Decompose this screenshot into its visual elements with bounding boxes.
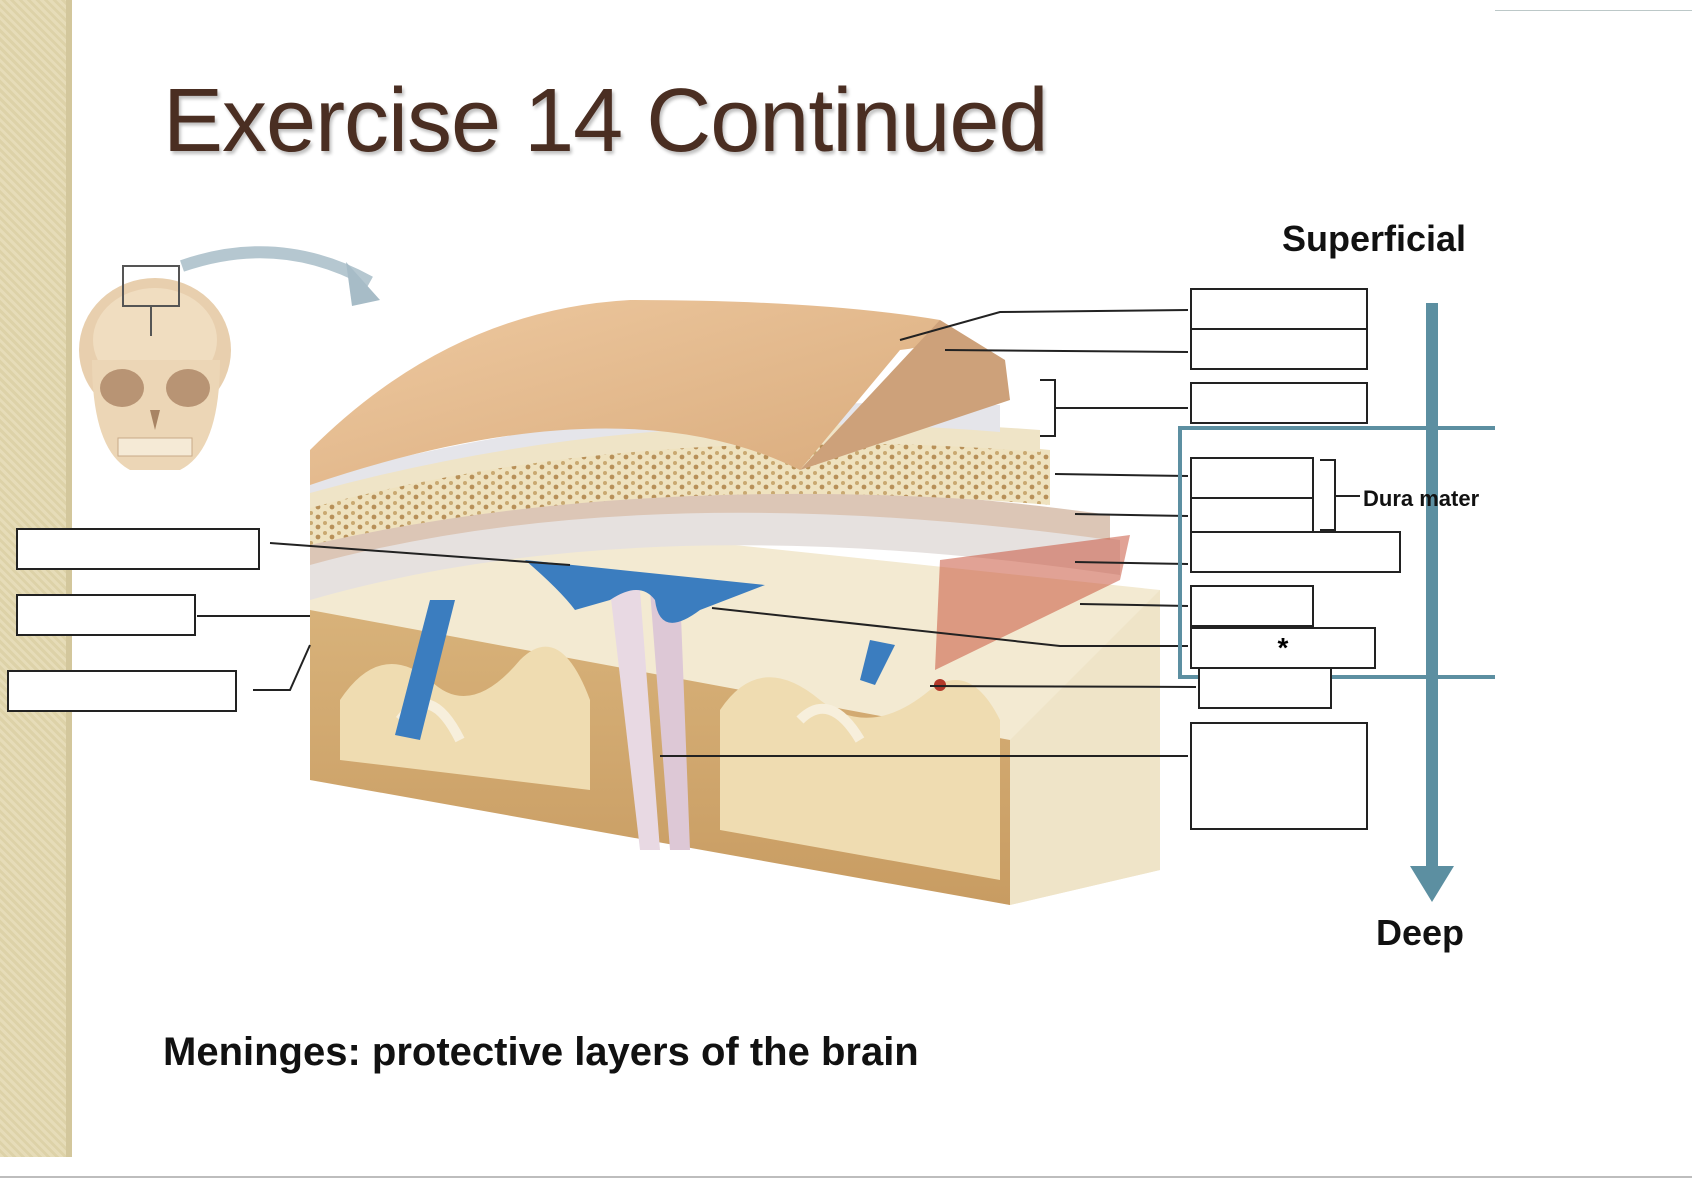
label-box-granulation[interactable]: [7, 670, 237, 712]
label-box-pia[interactable]: [1198, 667, 1332, 709]
label-box-cortex[interactable]: [1190, 722, 1368, 830]
deep-label: Deep: [1376, 912, 1465, 953]
label-box-sinus[interactable]: [16, 528, 260, 570]
label-box-bone[interactable]: [1190, 382, 1368, 424]
star-mark: *: [1277, 632, 1289, 663]
slide-left-decor: [0, 0, 72, 1157]
label-box-dura-periosteal[interactable]: [1190, 457, 1314, 499]
slide-caption: Meninges: protective layers of the brain: [163, 1030, 919, 1074]
label-box-arachnoid[interactable]: [1190, 585, 1314, 627]
superficial-label: Superficial: [1282, 218, 1467, 259]
slide-title: Exercise 14 Continued: [163, 71, 1049, 171]
label-box-dura-meningeal[interactable]: [1190, 497, 1314, 533]
label-box-falx[interactable]: [16, 594, 196, 636]
label-box-starred[interactable]: *: [1190, 627, 1376, 669]
bottom-rule: [0, 1176, 1692, 1178]
curved-arrow-icon: [180, 246, 373, 288]
slide-left-edge: [66, 0, 72, 1157]
label-box-skin[interactable]: [1190, 288, 1368, 330]
arrow-down-icon: [1410, 866, 1454, 902]
label-box-periosteum[interactable]: [1190, 328, 1368, 370]
top-rule: [1495, 10, 1692, 11]
dura-mater-label: Dura mater: [1363, 486, 1480, 511]
skull-icon: [79, 265, 231, 470]
label-box-subdural[interactable]: [1190, 531, 1401, 573]
